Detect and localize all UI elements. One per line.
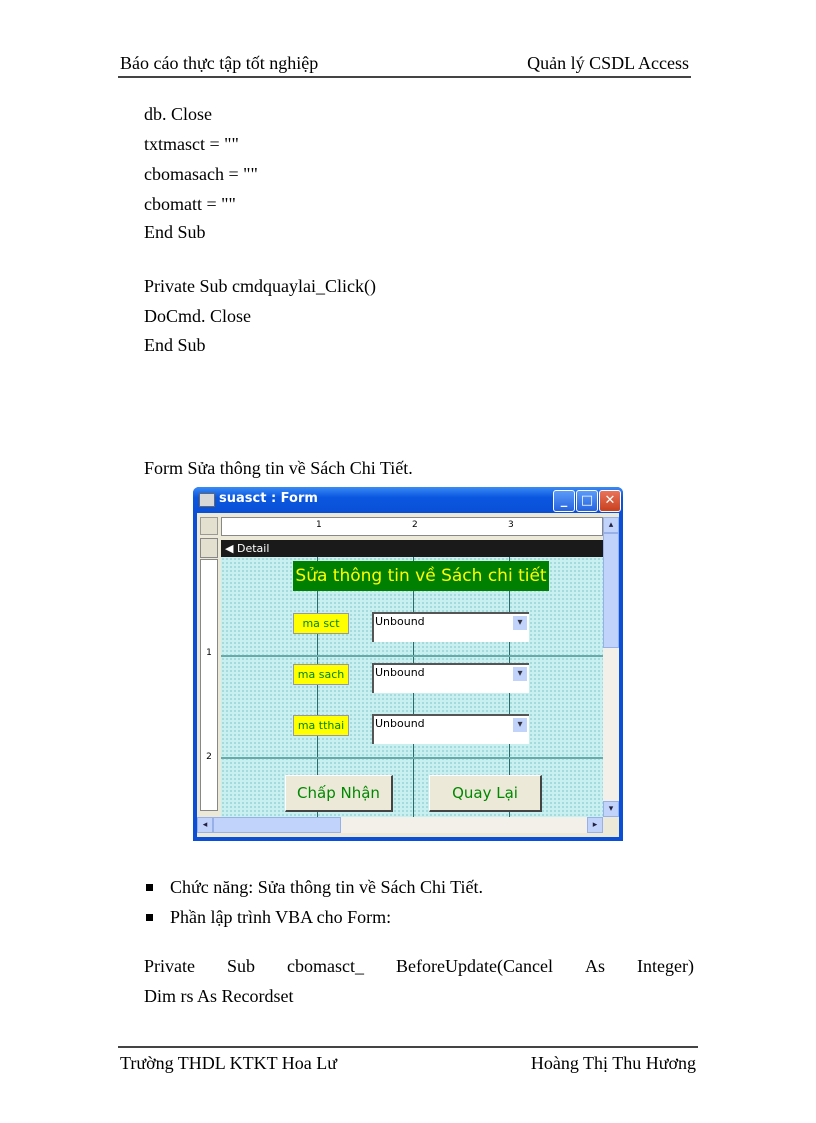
grid-line bbox=[221, 757, 603, 759]
form-title-label[interactable]: Sửa thông tin về Sách chi tiết bbox=[293, 561, 549, 591]
dropdown-arrow-icon[interactable]: ▾ bbox=[513, 718, 527, 732]
minimize-button[interactable]: _ bbox=[553, 490, 575, 512]
ruler-mark: 3 bbox=[508, 520, 514, 530]
scroll-left-icon[interactable]: ◂ bbox=[197, 817, 213, 833]
header-left: Báo cáo thực tập tốt nghiệp bbox=[120, 53, 319, 73]
dropdown-arrow-icon[interactable]: ▾ bbox=[513, 616, 527, 630]
grid-line bbox=[317, 557, 318, 817]
detail-section-bar[interactable]: ◀ Detail bbox=[221, 540, 603, 557]
combo-ma-sach[interactable]: Unbound ▾ bbox=[372, 663, 529, 693]
form-selector[interactable] bbox=[200, 517, 218, 535]
bullet-square-icon bbox=[146, 913, 153, 921]
code-line: Dim rs As Recordset bbox=[144, 986, 294, 1006]
figure-caption: Form Sửa thông tin về Sách Chi Tiết. bbox=[144, 458, 413, 478]
ruler-mark: 1 bbox=[206, 648, 212, 658]
ruler-mark: 2 bbox=[412, 520, 418, 530]
code-line: cbomasach = "" bbox=[144, 164, 258, 184]
code-token: As bbox=[584, 956, 605, 976]
code-line: cbomatt = "" bbox=[144, 194, 236, 214]
bullet-item: Chức năng: Sửa thông tin về Sách Chi Tiế… bbox=[144, 872, 483, 902]
maximize-button[interactable]: □ bbox=[576, 490, 598, 512]
combo-ma-sct[interactable]: Unbound ▾ bbox=[372, 612, 529, 642]
code-line: Private Sub cmdquaylai_Click() bbox=[144, 276, 376, 296]
code-line: End Sub bbox=[144, 335, 206, 355]
label-ma-tthai[interactable]: ma tthai bbox=[293, 715, 349, 736]
access-form-window: suasct : Form _ □ ✕ 1 2 3 ◀ Detail 1 2 S… bbox=[193, 487, 623, 841]
scroll-up-icon[interactable]: ▴ bbox=[603, 517, 619, 533]
page-header: Báo cáo thực tập tốt nghiệp Quản lý CSDL… bbox=[118, 52, 691, 78]
bullet-list: Chức năng: Sửa thông tin về Sách Chi Tiế… bbox=[144, 872, 483, 932]
code-token: BeforeUpdate(Cancel bbox=[396, 956, 553, 976]
page-footer: Trường THDL KTKT Hoa Lư Hoàng Thị Thu Hư… bbox=[118, 1046, 698, 1078]
window-title: suasct : Form bbox=[219, 491, 318, 506]
section-label: Detail bbox=[236, 542, 270, 555]
code-line: End Sub bbox=[144, 222, 206, 242]
detail-grid: Sửa thông tin về Sách chi tiết ma sct Un… bbox=[221, 557, 603, 817]
combo-ma-tthai[interactable]: Unbound ▾ bbox=[372, 714, 529, 744]
footer-left: Trường THDL KTKT Hoa Lư bbox=[120, 1053, 338, 1073]
label-ma-sct[interactable]: ma sct bbox=[293, 613, 349, 634]
code-token: cbomasct_ bbox=[287, 956, 365, 976]
code-token: Private bbox=[144, 956, 195, 976]
label-ma-sach[interactable]: ma sach bbox=[293, 664, 349, 685]
form-icon bbox=[199, 493, 215, 507]
combo-value: Unbound bbox=[375, 615, 425, 628]
code-line: txtmasct = "" bbox=[144, 134, 239, 154]
header-right: Quản lý CSDL Access bbox=[527, 53, 689, 73]
combo-value: Unbound bbox=[375, 717, 425, 730]
footer-right: Hoàng Thị Thu Hương bbox=[530, 1053, 696, 1073]
horizontal-ruler: 1 2 3 bbox=[221, 517, 603, 536]
vertical-scrollbar[interactable]: ▴ ▾ bbox=[603, 517, 619, 817]
vertical-ruler: 1 2 bbox=[200, 559, 218, 811]
vertical-scroll-thumb[interactable] bbox=[603, 533, 619, 648]
horizontal-scrollbar[interactable]: ◂ ▸ bbox=[197, 817, 603, 833]
code-line-justified: Private Sub cbomasct_ BeforeUpdate(Cance… bbox=[144, 956, 694, 977]
code-token: Sub bbox=[227, 956, 256, 976]
ruler-mark: 2 bbox=[206, 752, 212, 762]
scroll-down-icon[interactable]: ▾ bbox=[603, 801, 619, 817]
dropdown-arrow-icon[interactable]: ▾ bbox=[513, 667, 527, 681]
bullet-square-icon bbox=[146, 883, 153, 891]
section-selector[interactable] bbox=[200, 538, 218, 558]
code-line: db. Close bbox=[144, 104, 213, 124]
ruler-mark: 1 bbox=[316, 520, 322, 530]
back-button[interactable]: Quay Lại bbox=[429, 775, 542, 812]
code-token: Integer) bbox=[637, 956, 694, 976]
bullet-item: Phần lập trình VBA cho Form: bbox=[144, 902, 483, 932]
bullet-text: Phần lập trình VBA cho Form: bbox=[170, 906, 392, 927]
code-line: DoCmd. Close bbox=[144, 306, 252, 326]
form-design-area: 1 2 3 ◀ Detail 1 2 Sửa thông tin về Sách… bbox=[197, 513, 619, 837]
combo-value: Unbound bbox=[375, 666, 425, 679]
grid-line bbox=[221, 655, 603, 657]
scroll-right-icon[interactable]: ▸ bbox=[587, 817, 603, 833]
close-button[interactable]: ✕ bbox=[599, 490, 621, 512]
accept-button[interactable]: Chấp Nhận bbox=[285, 775, 393, 812]
window-titlebar[interactable]: suasct : Form _ □ ✕ bbox=[193, 487, 623, 513]
bullet-text: Chức năng: Sửa thông tin về Sách Chi Tiế… bbox=[170, 876, 484, 897]
horizontal-scroll-thumb[interactable] bbox=[213, 817, 341, 833]
